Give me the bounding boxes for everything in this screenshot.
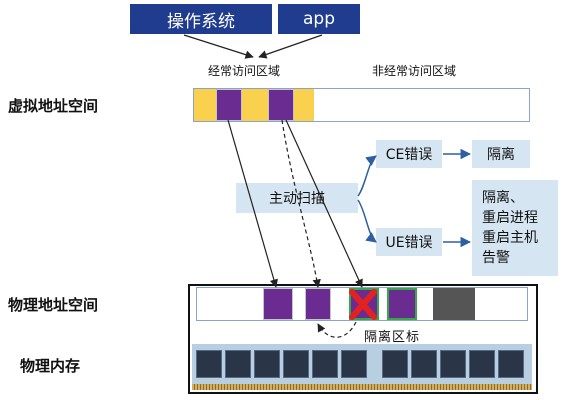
ram-chip (382, 350, 408, 378)
virtual-cell-yellow-3 (294, 89, 314, 121)
ram-chip (312, 350, 338, 378)
app-label: app (303, 9, 335, 29)
ue-result-restart-process: 重启进程 (482, 210, 538, 226)
physical-cell-grey (433, 288, 475, 320)
physical-cell-purple-1 (263, 288, 293, 320)
ram-chip (469, 350, 495, 378)
ce-result-box: 隔离 (472, 140, 530, 168)
ce-result-isolate: 隔离 (487, 147, 515, 163)
virtual-address-bar (193, 88, 530, 122)
physical-cell-error (349, 288, 379, 320)
virtual-cell-yellow-2 (242, 89, 268, 121)
virtual-address-space-label: 虚拟地址空间 (8, 97, 99, 115)
ram-chip (341, 350, 367, 378)
infrequent-region-label: 非经常访问区域 (372, 64, 457, 78)
ram-chip (411, 350, 437, 378)
app-to-region-arrow (258, 34, 323, 59)
os-label: 操作系统 (167, 11, 235, 32)
physical-cell-purple-3 (387, 288, 417, 320)
ue-result-isolate: 隔离、 (482, 190, 524, 206)
scan-to-ue-arrow (357, 199, 377, 243)
ram-module (192, 344, 532, 390)
virtual-cell-purple-1 (216, 89, 242, 121)
ram-chip (196, 350, 222, 378)
ue-error-box: UE错误 (376, 228, 442, 256)
ue-result-restart-host: 重启主机 (482, 230, 538, 246)
ue-result-box: 隔离、 重启进程 重启主机 告警 (472, 180, 558, 276)
ram-chip (225, 350, 251, 378)
ram-chip (254, 350, 280, 378)
app-box: app (278, 4, 360, 34)
isolation-note: 隔离区标 (364, 330, 421, 345)
ue-result-alarm: 告警 (482, 250, 510, 266)
active-scan-label: 主动扫描 (269, 191, 325, 207)
physical-cell-purple-2 (305, 288, 331, 320)
active-scan-box: 主动扫描 (236, 183, 358, 213)
os-to-region-arrow (183, 34, 254, 59)
ram-chip (440, 350, 466, 378)
ue-error-label: UE错误 (385, 235, 433, 251)
virtual-cell-purple-2 (268, 89, 294, 121)
physical-frame (188, 284, 538, 394)
physical-address-bar (196, 287, 528, 321)
ram-chip (283, 350, 309, 378)
ce-error-box: CE错误 (376, 140, 442, 168)
ram-gold-contacts (192, 384, 532, 390)
os-box: 操作系统 (130, 4, 272, 34)
ram-chip (498, 350, 524, 378)
ce-error-label: CE错误 (385, 147, 433, 163)
virtual-cell-yellow-1 (194, 89, 216, 121)
physical-memory-label: 物理内存 (20, 357, 81, 375)
scan-to-ce-arrow (357, 155, 377, 197)
frequent-region-label: 经常访问区域 (208, 64, 281, 78)
physical-address-space-label: 物理地址空间 (8, 296, 99, 314)
